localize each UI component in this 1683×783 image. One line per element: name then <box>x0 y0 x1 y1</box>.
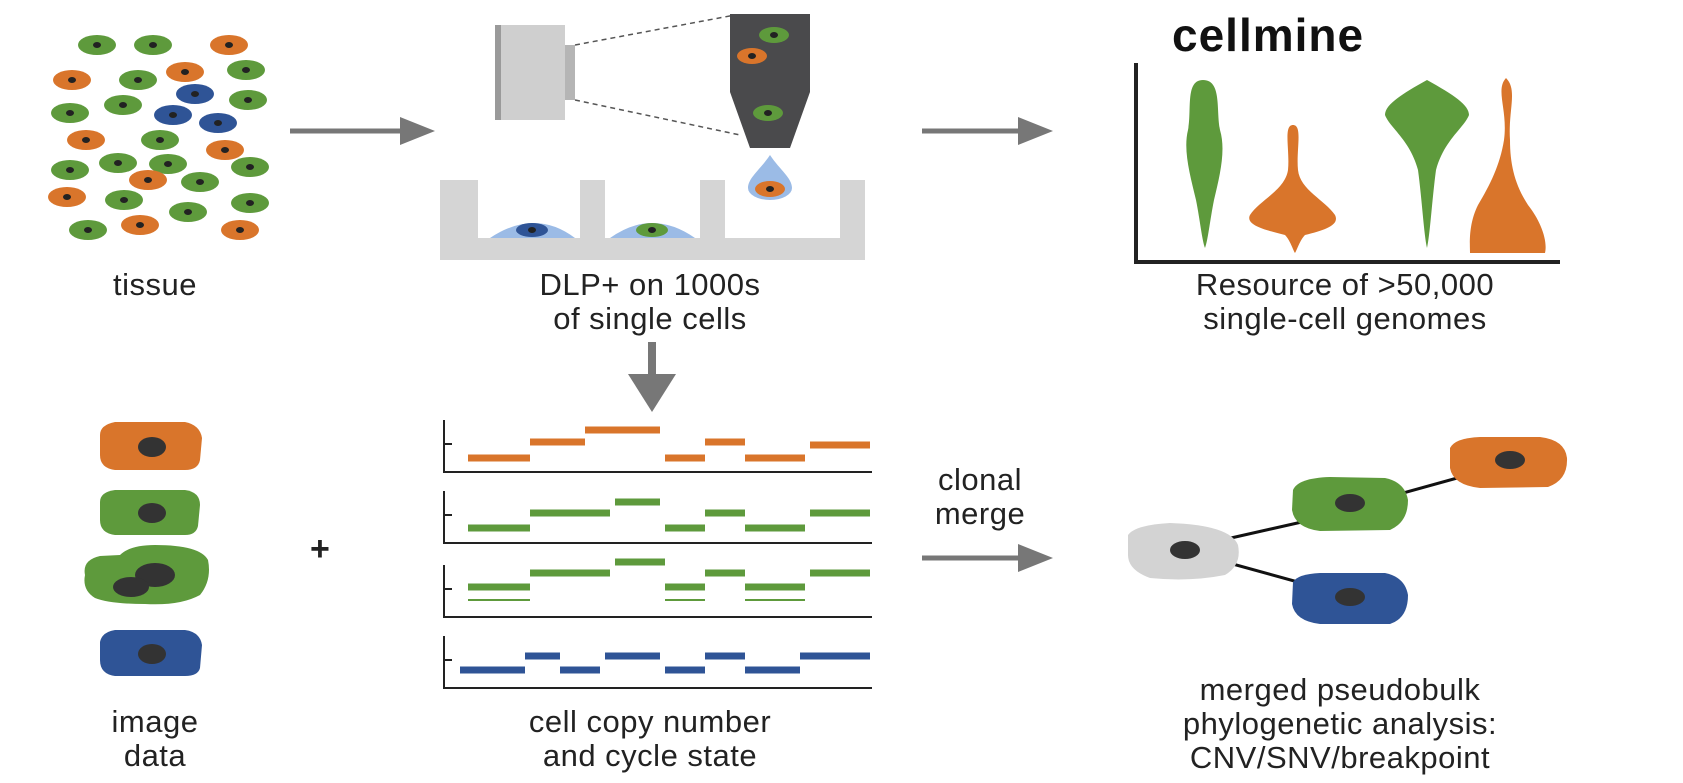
tissue-cell-nucleus <box>191 91 199 97</box>
phylogenetic-tree-icon <box>1128 437 1568 624</box>
dlp-line1: DLP+ on 1000s <box>539 267 761 302</box>
tissue-cell-nucleus <box>84 227 92 233</box>
tissue-cell-nucleus <box>221 147 229 153</box>
tissue-cell-nucleus <box>236 227 244 233</box>
tissue-cell-nucleus <box>134 77 142 83</box>
arrow-dlp-to-cellmine <box>922 117 1053 145</box>
tissue-cell-nucleus <box>196 179 204 185</box>
tissue-cell-nucleus <box>242 67 250 73</box>
tissue-cell-nucleus <box>82 137 90 143</box>
microscope-objective-icon <box>495 14 741 136</box>
resource-label: Resource of >50,000 single-cell genomes <box>1055 268 1635 336</box>
image-line2: data <box>123 738 187 773</box>
image-data-label: image data <box>55 705 255 773</box>
merged-line1: merged pseudobulk <box>1199 672 1481 707</box>
tissue-cell-nucleus <box>225 42 233 48</box>
dlp-label: DLP+ on 1000s of single cells <box>430 268 870 336</box>
resource-line1: Resource of >50,000 <box>1195 267 1495 302</box>
image-line1: image <box>111 704 199 739</box>
tissue-cell-nucleus <box>119 102 127 108</box>
clonal-line1: clonal <box>938 462 1022 497</box>
tissue-cell-nucleus <box>246 200 254 206</box>
arrow-clonal-merge <box>922 544 1053 572</box>
violin-plot-icon <box>1134 63 1560 264</box>
resource-line2: single-cell genomes <box>1203 301 1487 336</box>
tissue-cell-nucleus <box>114 160 122 166</box>
copy-line1: cell copy number <box>528 704 772 739</box>
copy-line2: and cycle state <box>542 738 758 773</box>
tissue-cell-nucleus <box>156 137 164 143</box>
tissue-cell-nucleus <box>144 177 152 183</box>
clonal-merge-label: clonal merge <box>880 463 1080 531</box>
tissue-cell-nucleus <box>214 120 222 126</box>
tissue-cell-nucleus <box>184 209 192 215</box>
tissue-cell-nucleus <box>164 161 172 167</box>
tissue-label: tissue <box>55 268 255 302</box>
copy-number-label: cell copy number and cycle state <box>405 705 895 773</box>
dispensing-nozzle-icon <box>730 14 810 200</box>
tissue-cell-nucleus <box>63 194 71 200</box>
arrow-tissue-to-dlp <box>290 117 435 145</box>
tissue-cells-icon <box>48 35 269 240</box>
tissue-cell-nucleus <box>66 167 74 173</box>
tissue-cell-nucleus <box>136 222 144 228</box>
tissue-cell-nucleus <box>181 69 189 75</box>
plus-sign: + <box>310 530 330 568</box>
tissue-cell-nucleus <box>120 197 128 203</box>
tissue-cell-nucleus <box>244 97 252 103</box>
nanowell-plate-icon <box>440 180 865 260</box>
tissue-cell-nucleus <box>169 112 177 118</box>
clonal-line2: merge <box>934 496 1026 531</box>
merged-line3: CNV/SNV/breakpoint <box>1189 740 1491 775</box>
merged-line2: phylogenetic analysis: <box>1182 706 1498 741</box>
tissue-text: tissue <box>113 267 197 302</box>
tissue-cell-nucleus <box>93 42 101 48</box>
arrow-down-icon <box>628 342 676 412</box>
cellmine-title: cellmine <box>1172 9 1365 61</box>
tissue-cell-nucleus <box>246 164 254 170</box>
dlp-line2: of single cells <box>553 301 747 336</box>
merged-label: merged pseudobulk phylogenetic analysis:… <box>1030 673 1650 775</box>
tissue-cell-nucleus <box>68 77 76 83</box>
copy-number-track-icon <box>443 420 872 689</box>
tissue-cell-nucleus <box>149 42 157 48</box>
cell-image-icon <box>84 422 209 676</box>
tissue-cell-nucleus <box>66 110 74 116</box>
